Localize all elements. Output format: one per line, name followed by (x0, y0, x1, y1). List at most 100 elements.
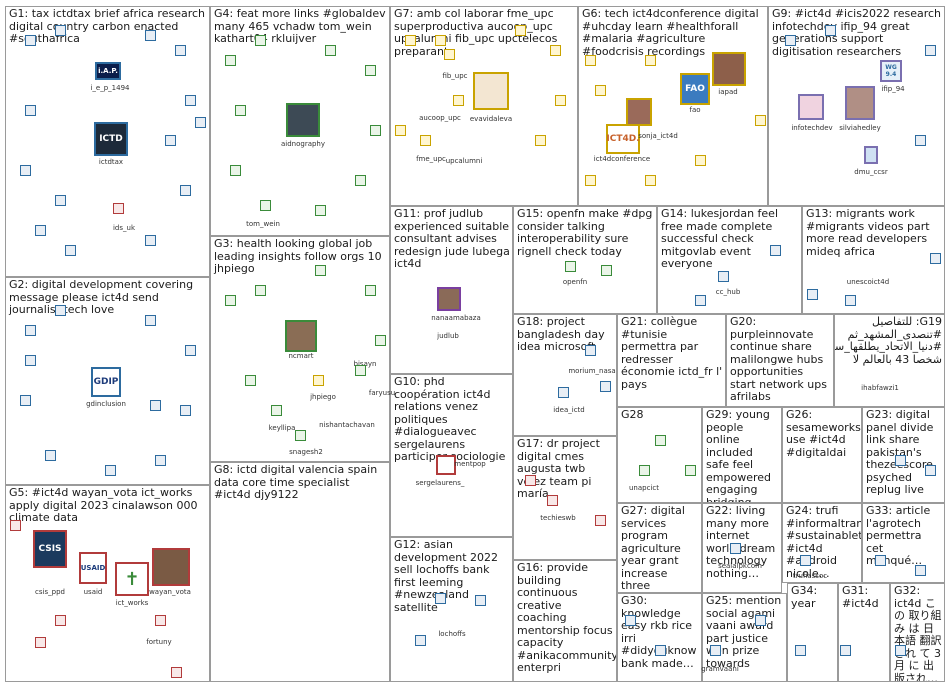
vertex-node[interactable] (655, 645, 666, 656)
vertex-node[interactable] (875, 555, 886, 566)
vertex-node[interactable] (150, 400, 161, 411)
vertex-node[interactable] (645, 175, 656, 186)
vertex-node[interactable] (718, 271, 729, 282)
vertex-node[interactable] (355, 175, 366, 186)
vertex-node[interactable] (415, 635, 426, 646)
vertex-node[interactable] (365, 65, 376, 76)
vertex-node[interactable] (555, 95, 566, 106)
vertex-node[interactable] (35, 225, 46, 236)
vertex-node[interactable] (171, 667, 182, 678)
vertex-node[interactable] (685, 465, 696, 476)
vertex-node[interactable] (315, 265, 326, 276)
aidnography-avatar[interactable] (286, 103, 320, 137)
vertex-node[interactable] (10, 520, 21, 531)
vertex-node[interactable] (155, 455, 166, 466)
vertex-node[interactable] (444, 49, 455, 60)
vertex-node[interactable] (930, 253, 941, 264)
infotechdev-avatar[interactable] (798, 94, 824, 120)
vertex-node[interactable] (25, 355, 36, 366)
vertex-node[interactable] (535, 135, 546, 146)
iep-logo[interactable]: i.A.P. (95, 62, 121, 80)
iapad-avatar[interactable] (712, 52, 746, 86)
vertex-node[interactable] (25, 35, 36, 46)
fao-logo[interactable]: FAO (680, 73, 710, 105)
vertex-node[interactable] (435, 593, 446, 604)
dmu-ccsr-logo[interactable] (864, 146, 878, 164)
vertex-node[interactable] (315, 205, 326, 216)
vertex-node[interactable] (600, 381, 611, 392)
vertex-node[interactable] (271, 405, 282, 416)
vertex-node[interactable] (755, 615, 766, 626)
vertex-node[interactable] (795, 645, 806, 656)
vertex-node[interactable] (245, 375, 256, 386)
vertex-node[interactable] (915, 135, 926, 146)
vertex-node[interactable] (515, 25, 526, 36)
vertex-node[interactable] (435, 35, 446, 46)
vertex-node[interactable] (925, 465, 936, 476)
csis-logo[interactable]: CSIS (33, 530, 67, 568)
vertex-node[interactable] (25, 105, 36, 116)
evavidaleva-avatar[interactable] (473, 72, 509, 110)
vertex-node[interactable] (525, 475, 536, 486)
vertex-node[interactable] (585, 55, 596, 66)
vertex-node[interactable] (313, 375, 324, 386)
vertex-node[interactable] (25, 325, 36, 336)
vertex-node[interactable] (925, 45, 936, 56)
vertex-node[interactable] (355, 365, 366, 376)
vertex-node[interactable] (45, 450, 56, 461)
vertex-node[interactable] (755, 115, 766, 126)
vertex-node[interactable] (585, 345, 596, 356)
vertex-node[interactable] (601, 265, 612, 276)
vertex-node[interactable] (185, 95, 196, 106)
vertex-node[interactable] (255, 285, 266, 296)
vertex-node[interactable] (55, 195, 66, 206)
vertex-node[interactable] (260, 200, 271, 211)
vertex-node[interactable] (895, 645, 906, 656)
ncmart-avatar[interactable] (285, 320, 317, 352)
vertex-node[interactable] (453, 95, 464, 106)
vertex-node[interactable] (695, 155, 706, 166)
ict-works-logo[interactable]: ✝ (115, 562, 149, 596)
vertex-node[interactable] (35, 637, 46, 648)
vertex-node[interactable] (845, 295, 856, 306)
vertex-node[interactable] (165, 135, 176, 146)
vertex-node[interactable] (20, 395, 31, 406)
vertex-node[interactable] (558, 387, 569, 398)
vertex-node[interactable] (55, 615, 66, 626)
vertex-node[interactable] (825, 25, 836, 36)
vertex-node[interactable] (65, 245, 76, 256)
vertex-node[interactable] (565, 261, 576, 272)
vertex-node[interactable] (365, 285, 376, 296)
vertex-node[interactable] (595, 515, 606, 526)
gdip-logo[interactable]: GDIP (91, 367, 121, 397)
vertex-node[interactable] (185, 345, 196, 356)
vertex-node[interactable] (145, 315, 156, 326)
vertex-node[interactable] (695, 295, 706, 306)
vertex-node[interactable] (180, 185, 191, 196)
silviahedley-avatar[interactable] (845, 86, 875, 120)
vertex-node[interactable] (395, 125, 406, 136)
vertex-node[interactable] (55, 25, 66, 36)
vertex-node[interactable] (180, 405, 191, 416)
vertex-node[interactable] (225, 295, 236, 306)
vertex-node[interactable] (800, 555, 811, 566)
vertex-node[interactable] (405, 35, 416, 46)
vertex-node[interactable] (155, 615, 166, 626)
vertex-node[interactable] (547, 495, 558, 506)
vertex-node[interactable] (655, 435, 666, 446)
vertex-node[interactable] (895, 455, 906, 466)
wayan-vota-avatar[interactable] (152, 548, 190, 586)
vertex-node[interactable] (915, 565, 926, 576)
vertex-node[interactable] (113, 203, 124, 214)
vertex-node[interactable] (20, 165, 31, 176)
nanaamabaza-avatar[interactable] (437, 287, 461, 311)
vertex-node[interactable] (840, 645, 851, 656)
vertex-node[interactable] (475, 595, 486, 606)
vertex-node[interactable] (710, 645, 721, 656)
vertex-node[interactable] (255, 35, 266, 46)
vertex-node[interactable] (235, 105, 246, 116)
ict4dconference-logo[interactable]: ICT4D. (606, 124, 640, 154)
vertex-node[interactable] (225, 55, 236, 66)
vertex-node[interactable] (807, 289, 818, 300)
vertex-node[interactable] (585, 175, 596, 186)
